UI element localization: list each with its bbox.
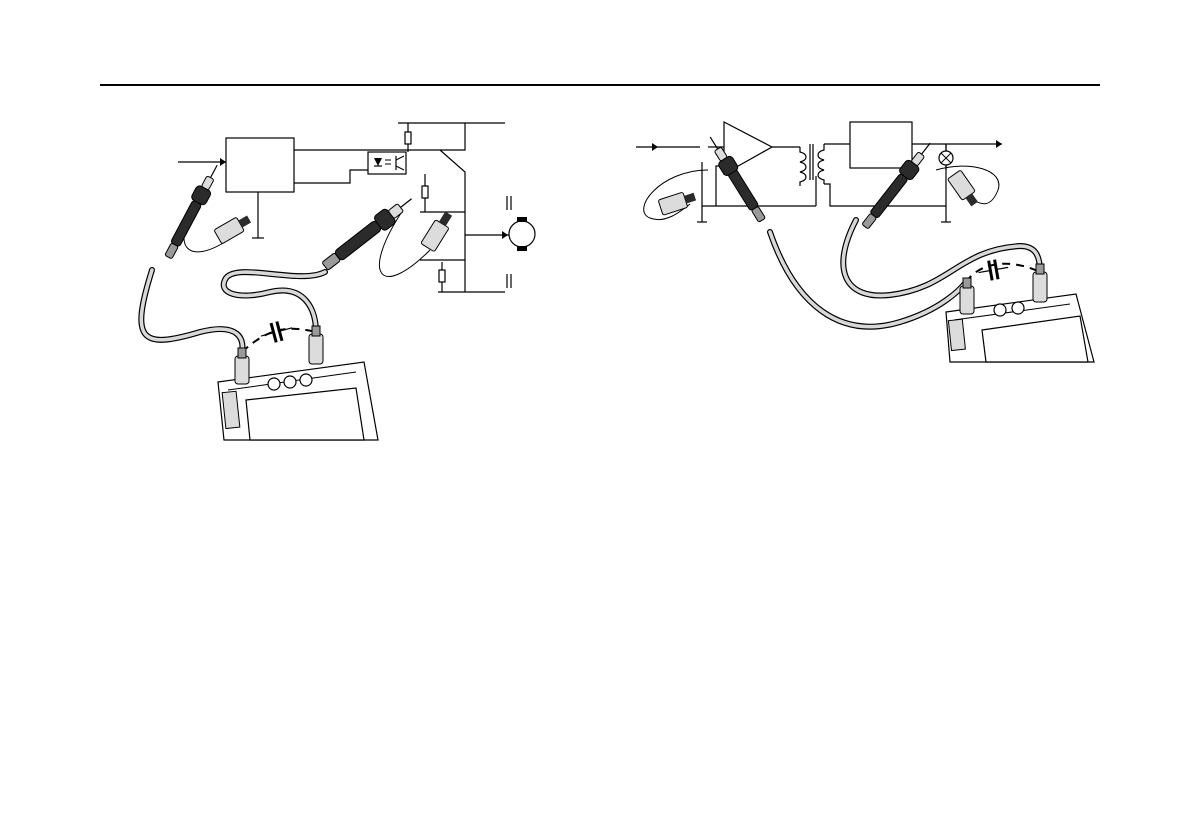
left-diagram [120,100,540,445]
control-block [226,138,294,192]
probe-cable-b [224,272,325,332]
ground-clip-icon [658,189,697,215]
load-block [850,122,912,168]
resistor-icon [422,174,428,212]
lamp-icon [939,144,953,170]
resistor-icon [405,123,411,152]
ground-clip-icon [421,209,456,251]
capacitor-icon [977,258,1010,283]
header-rule [100,84,1100,86]
ground-symbol [252,192,264,238]
capacitor-icon [258,318,294,346]
probe-cable-a [141,270,242,352]
right-diagram [630,100,1100,365]
input-arrow [178,158,226,166]
probe-icon [319,192,417,274]
ground-clip-icon [947,170,981,209]
oscilloscope-icon [946,264,1094,362]
probe-icon [161,162,224,261]
resistor-icon [439,262,445,292]
transformer-icon [800,144,824,186]
ground-clip-icon [214,212,253,244]
probe-cable-b [843,220,1040,296]
motor-icon [502,217,535,251]
optocoupler-icon [368,152,406,174]
input-arrow [636,143,700,151]
